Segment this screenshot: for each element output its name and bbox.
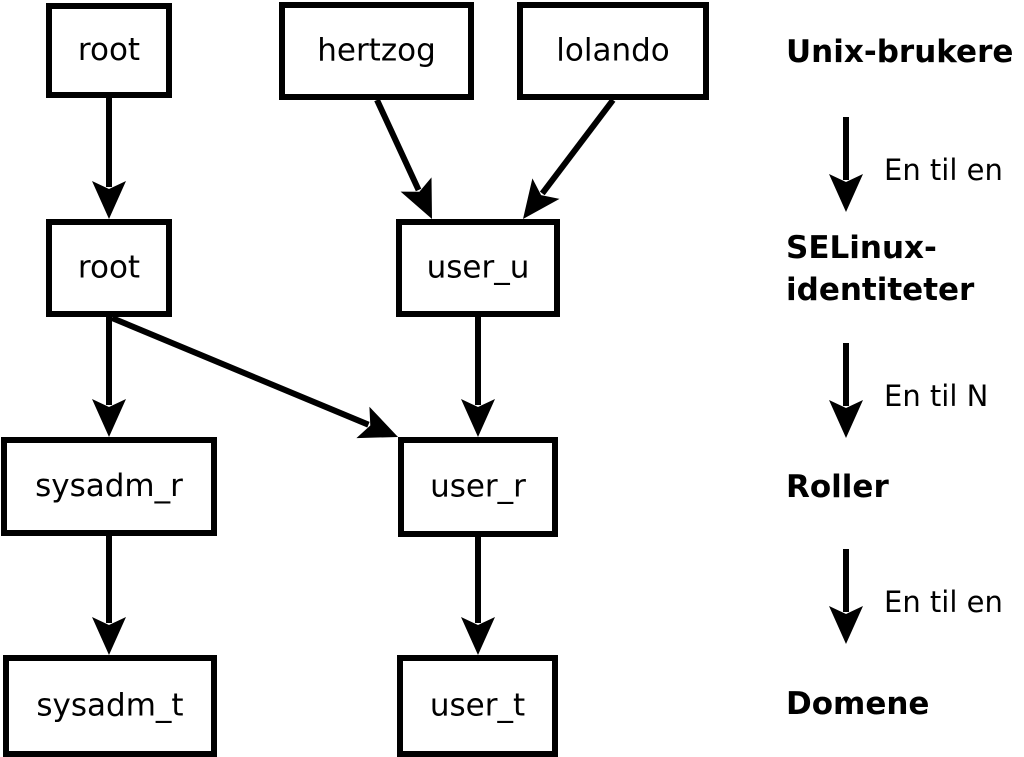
legend-relation-label: En til N [884, 379, 988, 413]
arrow-head-icon [92, 399, 126, 437]
edge-unix-root-to-sel-root [92, 98, 126, 219]
node-box [517, 2, 709, 100]
node-box [46, 219, 172, 317]
node-unix-lolando[interactable]: lolando [517, 2, 709, 100]
legend-selinux-identities: SELinux-identiteter [786, 230, 975, 308]
arrow-head-icon [523, 178, 560, 219]
legend-relation-label: En til en [884, 153, 1003, 187]
node-unix-hertzog[interactable]: hertzog [279, 2, 474, 100]
node-label: sysadm_t [36, 688, 183, 724]
node-label: user_u [427, 250, 530, 286]
arrow-head-icon [461, 399, 495, 437]
arrow-head-icon [356, 406, 398, 439]
node-box [46, 3, 172, 98]
node-unix-root[interactable]: root [46, 3, 172, 98]
edges-layer [92, 98, 616, 655]
node-label: root [78, 32, 140, 68]
node-label: hertzog [317, 33, 436, 69]
node-sel-user-u[interactable]: user_u [396, 219, 560, 317]
legend-rel-1: En til en [829, 117, 1003, 212]
node-role-user[interactable]: user_r [398, 437, 558, 537]
arrow-head-icon [92, 181, 126, 219]
node-box [1, 437, 217, 536]
node-box [279, 2, 474, 100]
edge-unix-hertzog-to-sel-user-u [374, 98, 432, 219]
node-label: lolando [556, 33, 669, 69]
edge-role-sysadm-to-dom-sysadm [92, 536, 126, 655]
node-label: user_t [430, 688, 525, 724]
legend-domains: Domene [786, 686, 929, 722]
edge-sel-root-to-role-sysadm [92, 317, 126, 437]
legend-arrow-head-icon [829, 400, 863, 438]
legend-arrow-head-icon [829, 174, 863, 212]
node-sel-root[interactable]: root [46, 219, 172, 317]
legend-selinux-identities-line-1: identiteter [786, 272, 975, 308]
legend-rel-3: En til en [829, 549, 1003, 644]
edge-role-user-to-dom-user [461, 537, 495, 655]
legend-rel-2: En til N [829, 343, 988, 438]
edge-sel-user-u-to-role-user [461, 317, 495, 437]
node-box [396, 219, 560, 317]
arrow-head-icon [400, 177, 432, 219]
node-role-sysadm[interactable]: sysadm_r [1, 437, 217, 536]
node-box [397, 655, 558, 757]
node-box [398, 437, 558, 537]
legend-layer: Unix-brukereSELinux-identiteterRollerDom… [786, 34, 1013, 722]
edge-sel-root-to-role-user [110, 315, 398, 439]
legend-roles: Roller [786, 469, 889, 505]
node-label: user_r [430, 469, 526, 505]
legend-relation-label: En til en [884, 585, 1003, 619]
arrow-head-icon [92, 617, 126, 655]
node-dom-sysadm[interactable]: sysadm_t [3, 655, 217, 757]
node-label: root [78, 250, 140, 286]
legend-unix-users: Unix-brukere [786, 34, 1013, 70]
legend-selinux-identities-line-0: SELinux- [786, 230, 937, 266]
node-label: sysadm_r [35, 468, 183, 504]
node-dom-user[interactable]: user_t [397, 655, 558, 757]
legend-arrow-head-icon [829, 606, 863, 644]
node-box [3, 655, 217, 757]
edge-unix-lolando-to-sel-user-u [523, 98, 616, 219]
arrow-head-icon [461, 617, 495, 655]
